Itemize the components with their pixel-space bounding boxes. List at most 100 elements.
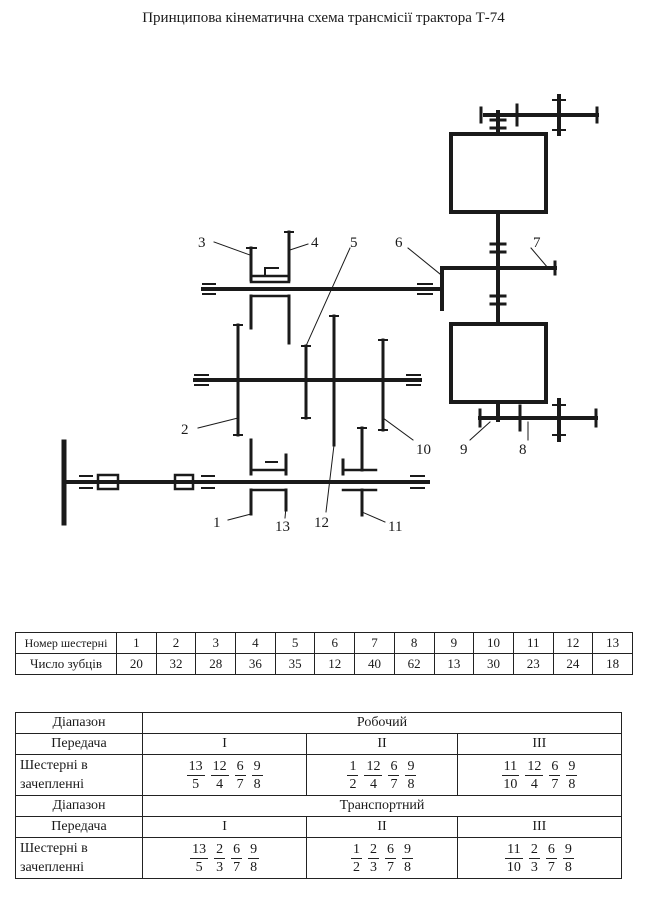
teeth-count-cell: 13 xyxy=(433,653,475,675)
teeth-count-cell: 62 xyxy=(393,653,435,675)
gear-number-cell: 13 xyxy=(592,632,633,654)
gear-pair-driven: 8 xyxy=(250,859,258,875)
teeth-count-cell: 20 xyxy=(116,653,157,675)
teeth-count-cell: 40 xyxy=(354,653,395,675)
gear-pair-driver: 11 xyxy=(505,841,523,859)
teeth-count-cell: 18 xyxy=(592,653,633,675)
gear-header: Передача xyxy=(15,816,143,838)
gear-number-cell: 4 xyxy=(235,632,276,654)
gear-pair-driven: 3 xyxy=(530,859,538,875)
mesh-header-line-1: Шестерні в xyxy=(20,841,88,856)
gear-pair-driven: 7 xyxy=(386,859,394,875)
teeth-count-cell: 24 xyxy=(552,653,594,675)
label-11: 11 xyxy=(388,519,402,535)
gear-number-cell: 7 xyxy=(354,632,395,654)
gear-number-cell: 9 xyxy=(433,632,475,654)
gear-col-header: I xyxy=(141,816,308,838)
label-1: 1 xyxy=(213,515,221,531)
gear-pair-driven: 4 xyxy=(530,776,538,792)
gear-pair-driver: 9 xyxy=(401,841,413,859)
gear-pair-driver: 13 xyxy=(186,758,205,776)
gear-pair-driven: 2 xyxy=(352,859,360,875)
teeth-count-cell: 30 xyxy=(473,653,514,675)
gear-pair-driver: 6 xyxy=(388,758,400,776)
gear-number-row: Номер шестерні 1 2 3 4 5 6 7 8 9 10 11 1… xyxy=(15,632,633,654)
label-2: 2 xyxy=(181,422,189,438)
diagram-title: Принципова кінематична схема трансмісії … xyxy=(142,10,505,26)
teeth-count-cell: 28 xyxy=(195,653,237,675)
gear-pair-driver: 11 xyxy=(501,758,520,776)
transport-gear-row: Передача I II III xyxy=(15,816,623,838)
gear-col-header: III xyxy=(456,733,623,755)
label-4: 4 xyxy=(311,235,319,251)
teeth-count-cell: 32 xyxy=(155,653,197,675)
gear-pair-driver: 12 xyxy=(210,758,229,776)
gear-number-cell: 10 xyxy=(473,632,514,654)
gear-pair-driven: 7 xyxy=(390,776,398,792)
gear-pair-driven: 7 xyxy=(547,859,555,875)
label-5: 5 xyxy=(350,235,358,251)
final-drive-upper-box xyxy=(449,132,548,214)
gear-pair-driver: 9 xyxy=(405,758,417,776)
gear-pair-driven: 10 xyxy=(506,859,521,875)
mesh-header-line-1: Шестерні в xyxy=(20,758,88,773)
label-12: 12 xyxy=(314,515,329,531)
gear-pair-driver: 13 xyxy=(190,841,209,859)
gear-pair-driven: 8 xyxy=(564,859,572,875)
gear-pair-driver: 6 xyxy=(384,841,396,859)
gear-col-header: II xyxy=(306,816,458,838)
working-range-row: Діапазон Робочий xyxy=(15,712,622,734)
gear-number-cell: 12 xyxy=(552,632,594,654)
gear-pair-driver: 9 xyxy=(251,758,263,776)
gear-pair-driven: 5 xyxy=(195,859,203,875)
gear-pair-driver: 6 xyxy=(231,841,243,859)
gear-pair-driven: 4 xyxy=(369,776,377,792)
gear-col-header: I xyxy=(141,733,308,755)
gear-pair-driven: 7 xyxy=(236,776,244,792)
gear-pair-driven: 4 xyxy=(216,776,224,792)
gear-pair-driver: 1 xyxy=(347,758,359,776)
gear-pair-driver: 9 xyxy=(562,841,574,859)
teeth-count-cell: 36 xyxy=(235,653,276,675)
gear-pair-driver: 9 xyxy=(566,758,578,776)
transport-range-title: Транспортний xyxy=(142,795,622,817)
working-range-title: Робочий xyxy=(142,712,622,734)
gear-pair-driven: 7 xyxy=(233,859,241,875)
gear-pair-driven: 5 xyxy=(192,776,200,792)
gear-pair-driver: 6 xyxy=(549,758,561,776)
gear-pair-driver: 6 xyxy=(234,758,246,776)
mesh-header: Шестерні в зачепленні xyxy=(15,754,143,796)
gear-col-header: III xyxy=(456,816,623,838)
label-9: 9 xyxy=(460,442,468,458)
gear-pair-driven: 8 xyxy=(403,859,411,875)
gear-number-cell: 3 xyxy=(195,632,237,654)
mesh-header-line-2: зачепленні xyxy=(20,860,85,875)
gear-number-cell: 5 xyxy=(274,632,316,654)
mesh-header-line-2: зачепленні xyxy=(20,777,85,792)
working-gear-row: Передача I II III xyxy=(15,733,623,755)
label-10: 10 xyxy=(416,442,431,458)
kinematic-scheme: 3 4 5 6 7 2 10 9 8 1 13 12 11 xyxy=(61,94,599,535)
gear-pair-driven: 3 xyxy=(216,859,224,875)
gear-col-header: II xyxy=(306,733,458,755)
teeth-count-cell: 35 xyxy=(274,653,316,675)
